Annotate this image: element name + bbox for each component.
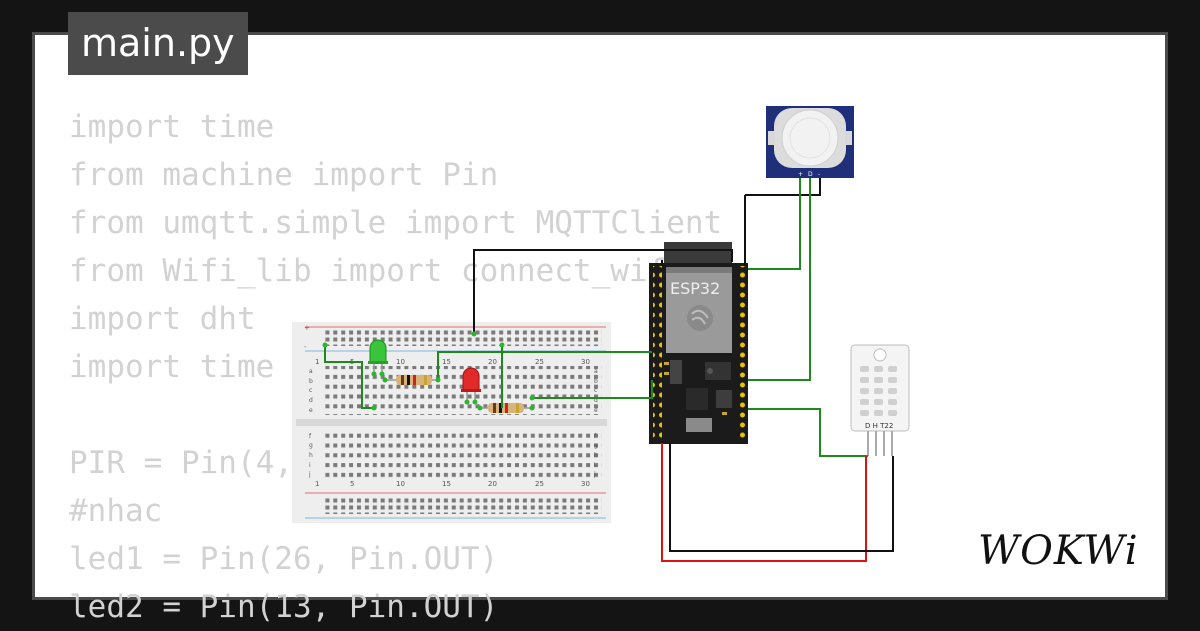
column-number: 30 xyxy=(581,358,590,366)
row-letter: f xyxy=(309,433,312,440)
esp32-left-pins xyxy=(653,266,662,442)
row-letter: a xyxy=(309,368,313,375)
wire-dht-data xyxy=(748,408,868,457)
row-letter: d xyxy=(594,397,598,404)
row-letter: g xyxy=(594,442,598,449)
row-letters-upper: a b c d e a b c d e xyxy=(309,368,598,414)
resistor-1[interactable] xyxy=(385,375,440,385)
column-number: 10 xyxy=(396,358,405,366)
top-rail-holes xyxy=(322,330,602,346)
row-letter: e xyxy=(309,407,313,414)
lower-terminal-holes xyxy=(322,429,602,478)
column-number: 15 xyxy=(442,358,451,366)
center-channel xyxy=(296,419,607,426)
wire-pir-vcc xyxy=(748,178,801,270)
row-letter: c xyxy=(309,387,312,394)
code-line: import time xyxy=(69,109,275,145)
row-letter: f xyxy=(594,433,597,440)
row-letter: h xyxy=(309,452,313,459)
code-line: led1 = Pin(26, Pin.OUT) xyxy=(69,541,499,577)
rail-minus-label: - xyxy=(304,343,307,351)
esp32-right-pins xyxy=(738,266,747,442)
column-number: 1 xyxy=(315,480,319,488)
esp32-board[interactable]: ESP32 xyxy=(649,242,748,444)
wires xyxy=(324,178,894,562)
code-line: #nhac xyxy=(69,493,163,529)
rail-plus-label: + xyxy=(304,324,310,332)
row-letter: e xyxy=(594,407,598,414)
file-tab[interactable]: main.py xyxy=(68,12,248,75)
wire-pir-gnd xyxy=(745,178,821,196)
column-number: 5 xyxy=(350,480,354,488)
wire-pir-signal xyxy=(748,178,811,381)
row-letter: i xyxy=(594,462,596,469)
wire-gnd-rail xyxy=(473,249,733,334)
row-letter: g xyxy=(309,442,313,449)
row-letter: b xyxy=(594,378,598,385)
esp32-label: ESP32 xyxy=(670,279,720,298)
dht22-sensor[interactable]: D H T22 xyxy=(850,344,910,456)
row-letter: h xyxy=(594,452,598,459)
led-green[interactable] xyxy=(368,339,388,375)
row-letters-lower: f g h i j f g h i j xyxy=(308,433,598,478)
dht22-label: D H T22 xyxy=(865,422,893,430)
row-letter: d xyxy=(309,397,313,404)
code-line: from Wifi_lib import connect_wifi xyxy=(69,253,685,289)
wokwi-logo-text: WOKWi xyxy=(978,528,1139,574)
pir-pin-labels: + D - xyxy=(798,171,820,178)
wire-endpoints xyxy=(322,331,535,411)
bottom-rail-holes xyxy=(322,497,602,514)
pir-pin-label: D xyxy=(808,171,813,178)
wire-led2-signal xyxy=(532,380,653,399)
row-letter: i xyxy=(309,462,311,469)
breadboard: + - 1 5 10 15 20 25 30 a b c d e a b c d… xyxy=(292,322,611,523)
wire-led1-ground xyxy=(324,345,374,409)
column-number: 20 xyxy=(488,358,497,366)
row-letter: a xyxy=(594,368,598,375)
column-number: 10 xyxy=(396,480,405,488)
wire-dht-vcc xyxy=(661,443,867,562)
column-number: 30 xyxy=(581,480,590,488)
code-line: import time xyxy=(69,349,275,385)
code-line: led2 = Pin(13, Pin.OUT) xyxy=(69,589,499,625)
code-line: import dht xyxy=(69,301,256,337)
column-numbers-bottom: 1 5 10 15 20 25 30 xyxy=(315,480,590,488)
column-number: 25 xyxy=(535,358,544,366)
row-letter: b xyxy=(309,378,313,385)
column-number: 25 xyxy=(535,480,544,488)
row-letter: j xyxy=(308,471,311,478)
code-line: from umqtt.simple import MQTTClient xyxy=(69,205,723,241)
pir-pin-label: - xyxy=(818,171,820,178)
pir-sensor[interactable]: + D - xyxy=(766,106,854,178)
row-letter: c xyxy=(594,387,597,394)
code-line: from machine import Pin xyxy=(69,157,499,193)
usb-port xyxy=(686,418,712,432)
column-number: 1 xyxy=(315,358,319,366)
wire-dht-gnd xyxy=(669,443,894,552)
row-letter: j xyxy=(593,471,596,478)
column-number: 20 xyxy=(488,480,497,488)
code-background: import time from machine import Pin from u… xyxy=(69,103,722,631)
wokwi-logo: WOKWi xyxy=(978,528,1139,574)
wire-led1-signal xyxy=(437,351,652,380)
column-number: 15 xyxy=(442,480,451,488)
resistor-2[interactable] xyxy=(480,403,532,413)
pir-pin-label: + xyxy=(798,171,803,178)
